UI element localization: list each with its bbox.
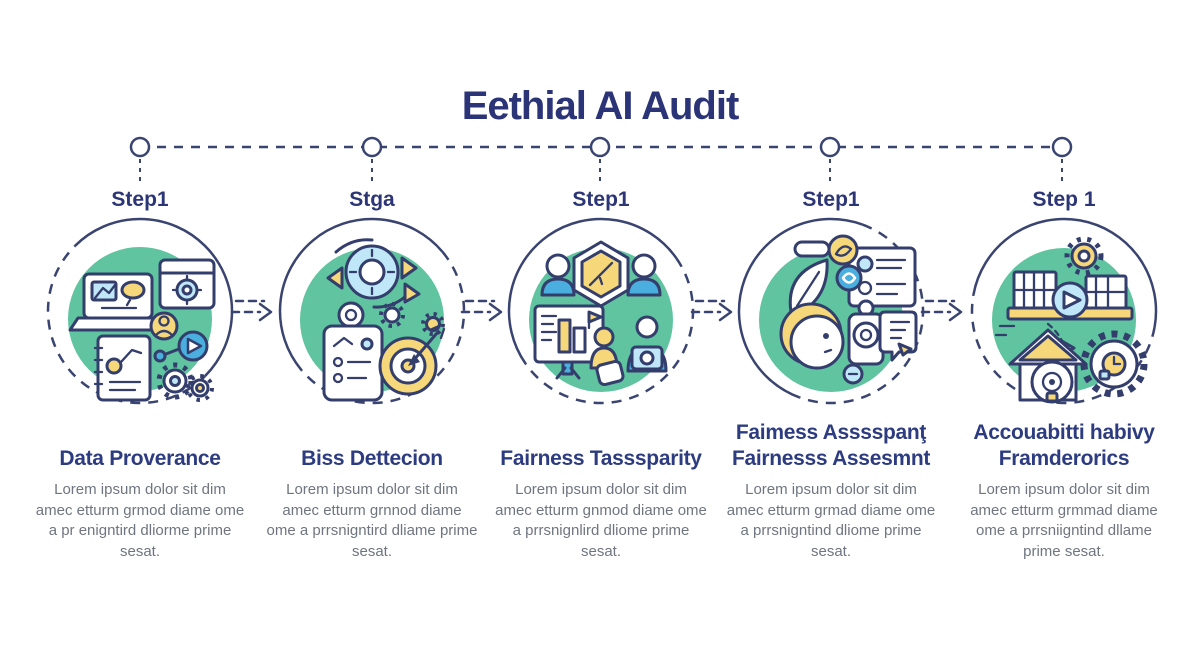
step-title: Faimess Asssspanţ Fairnesss Assesmnt	[719, 412, 943, 472]
bias-detection-target-icon	[278, 217, 466, 405]
step-title-line: Fairness Tasssparity	[500, 446, 702, 470]
step-description: Lorem ipsum dolor sit dim amec etturm gr…	[726, 481, 936, 561]
step-title-line: Fairnesss Assesmnt	[731, 446, 931, 470]
step-label: Step1	[111, 188, 169, 211]
worker-person-icon	[589, 326, 625, 387]
step-title: Fairness Tasssparity	[489, 412, 713, 472]
step-column-1: Step1	[28, 188, 252, 648]
flow-arrow-3	[690, 299, 733, 322]
step-title: Data Proverance	[28, 412, 252, 472]
person-head-icon	[779, 302, 845, 370]
aperture-cycle-icon	[326, 238, 421, 309]
step-title-line: Framderorics	[998, 446, 1130, 470]
user-badge-icon	[149, 311, 179, 341]
gear-icon	[379, 302, 445, 336]
flow-arrow-4	[920, 299, 963, 322]
bookshelf-media-icon	[1006, 270, 1134, 321]
device-analytics-icon	[322, 301, 384, 402]
page-title: Eethial AI Audit	[461, 84, 740, 128]
camera-device-icon	[842, 299, 885, 385]
blue-badge-icon	[835, 264, 863, 292]
laptop-chart-icon	[68, 272, 168, 332]
step-title-line: Accouabitti habivy	[973, 420, 1155, 444]
step-column-5: Step 1	[952, 188, 1176, 648]
fairness-assessment-review-icon	[737, 217, 925, 405]
step-column-2: Stga	[260, 188, 484, 648]
gear-icon	[1064, 236, 1104, 276]
hexagon-box-icon	[572, 240, 630, 308]
step-label: Stga	[349, 188, 395, 211]
leaf-badge-icon	[827, 234, 859, 266]
speech-bubble-notes-icon	[878, 310, 918, 362]
step-title: Accouabitti habivy Framderorics	[952, 412, 1176, 472]
step-title-line: Faimess Asssspanţ	[735, 420, 927, 444]
step-description: Lorem ipsum dolor sit dim amec etturm gr…	[970, 481, 1158, 561]
step-label: Step1	[802, 188, 860, 211]
fairness-transparency-people-icon	[507, 217, 695, 405]
checklist-document-icon	[847, 246, 917, 308]
step-title-line: Data Proverance	[59, 446, 221, 470]
step-description: Lorem ipsum dolor sit dim amec etturm gn…	[495, 481, 707, 561]
flow-arrow-1	[230, 299, 273, 322]
timeline-node-4	[819, 136, 841, 184]
gears-icon	[156, 362, 214, 402]
timeline-node-3	[589, 136, 611, 184]
person-with-device-icon	[626, 315, 668, 373]
step-label: Step 1	[1032, 188, 1096, 211]
step-title-line: Biss Dettecion	[301, 446, 443, 470]
share-play-icon	[153, 330, 209, 363]
browser-gear-icon	[158, 258, 216, 310]
clock-gear-icon	[1080, 330, 1148, 398]
step-column-3: Step1	[489, 188, 713, 648]
target-dart-icon	[378, 323, 446, 396]
step-label: Step1	[572, 188, 630, 211]
timeline-node-5	[1051, 136, 1073, 184]
flow-arrow-2	[460, 299, 503, 322]
presentation-board-icon	[533, 304, 605, 380]
data-provenance-collage-icon	[46, 217, 234, 405]
step-column-4: Step1	[719, 188, 943, 648]
timeline-node-1	[129, 136, 151, 184]
accountability-frameworks-icon	[970, 217, 1158, 405]
step-description: Lorem ipsum dolor sit dim amec etturm gr…	[35, 481, 245, 561]
step-title: Biss Dettecion	[260, 412, 484, 472]
house-webcam-icon	[1008, 328, 1088, 404]
timeline-node-2	[361, 136, 383, 184]
notebook-icon	[93, 334, 152, 402]
step-description: Lorem ipsum dolor sit dim amec etturm gr…	[266, 481, 478, 561]
people-pair-icon	[540, 253, 662, 297]
timeline	[129, 136, 1073, 184]
